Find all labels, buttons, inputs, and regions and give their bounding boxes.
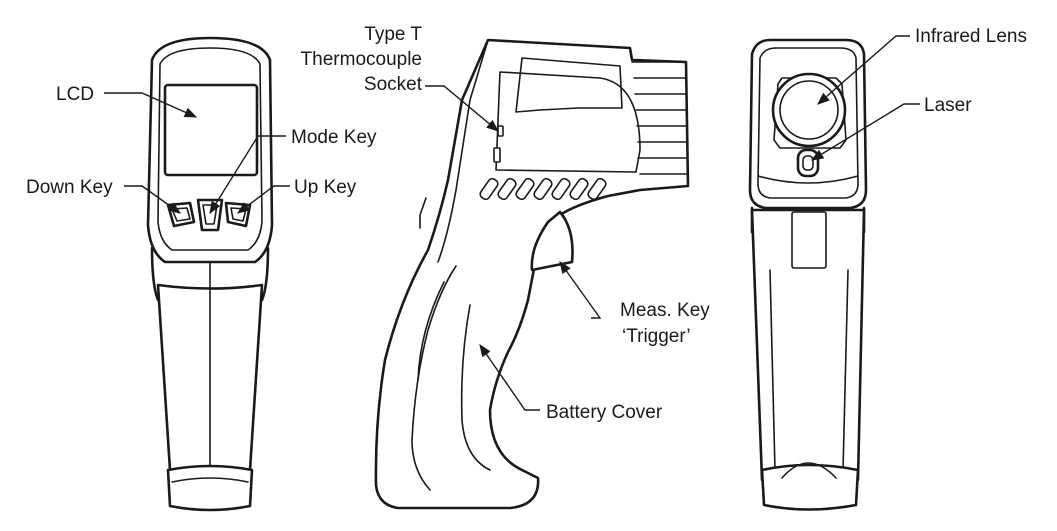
side-view — [374, 38, 690, 510]
label-thermocouple-line2: Thermocouple — [301, 49, 422, 70]
label-thermocouple-line1: Type T — [364, 24, 422, 45]
infrared-lens-inner — [779, 80, 839, 140]
leader-infrared-lens — [817, 35, 910, 105]
label-meas-key-line1: Meas. Key — [620, 300, 710, 321]
battery-cover — [460, 304, 491, 471]
vent-slot — [479, 177, 499, 201]
front-base — [166, 464, 254, 512]
label-mode-key: Mode Key — [291, 127, 377, 148]
vent-slot — [533, 177, 553, 201]
leader-down-key — [124, 185, 182, 214]
side-display — [515, 57, 623, 113]
label-infrared-lens: Infrared Lens — [915, 26, 1027, 47]
front-head-bezel — [157, 47, 263, 251]
side-back-edge — [437, 39, 489, 263]
vent-slot — [551, 177, 571, 201]
vent-slot — [497, 177, 517, 201]
label-lcd: LCD — [56, 84, 94, 105]
meas-key-trigger — [530, 210, 574, 272]
front-view — [146, 36, 274, 512]
front-base-rim — [171, 477, 249, 483]
side-vents — [479, 177, 607, 201]
leader-meas-key — [559, 260, 602, 319]
label-thermocouple-line3: Socket — [364, 74, 423, 95]
vent-slot — [587, 177, 607, 201]
callout-labels: LCD Mode Key Down Key Up Key Type T Ther… — [26, 24, 1027, 423]
rear-base-cup — [781, 462, 837, 479]
lcd-screen — [163, 83, 259, 177]
leader-battery-cover — [479, 343, 540, 411]
rear-view — [748, 38, 868, 511]
vent-slot — [515, 177, 535, 201]
rear-handle-edge-right — [842, 269, 849, 471]
rear-head-inner — [757, 47, 859, 199]
rear-trigger-block — [791, 211, 827, 269]
label-up-key: Up Key — [294, 177, 357, 198]
leader-lcd — [104, 92, 198, 118]
label-down-key: Down Key — [26, 177, 113, 198]
laser-aperture — [796, 148, 820, 178]
leader-mode-key — [209, 135, 286, 215]
thermocouple-socket-upper — [497, 125, 504, 137]
side-body-outline — [374, 38, 690, 510]
rear-head-band — [757, 175, 859, 184]
rear-base — [760, 463, 860, 511]
leader-lines — [104, 35, 920, 411]
label-meas-key-line2: ‘Trigger’ — [622, 326, 691, 347]
label-laser: Laser — [924, 95, 972, 116]
front-neck — [150, 246, 270, 302]
infrared-lens — [771, 72, 847, 148]
leader-laser — [810, 103, 920, 161]
rear-handle-edge-left — [769, 269, 776, 471]
leader-thermocouple — [425, 85, 499, 132]
label-battery-cover: Battery Cover — [546, 402, 663, 423]
thermocouple-socket — [493, 147, 501, 163]
side-bump — [419, 197, 427, 229]
laser-aperture-inner — [802, 155, 814, 171]
leader-up-key — [236, 185, 290, 214]
side-grip-panel — [417, 281, 445, 381]
vent-slot — [569, 177, 589, 201]
down-key-inner — [171, 207, 191, 222]
